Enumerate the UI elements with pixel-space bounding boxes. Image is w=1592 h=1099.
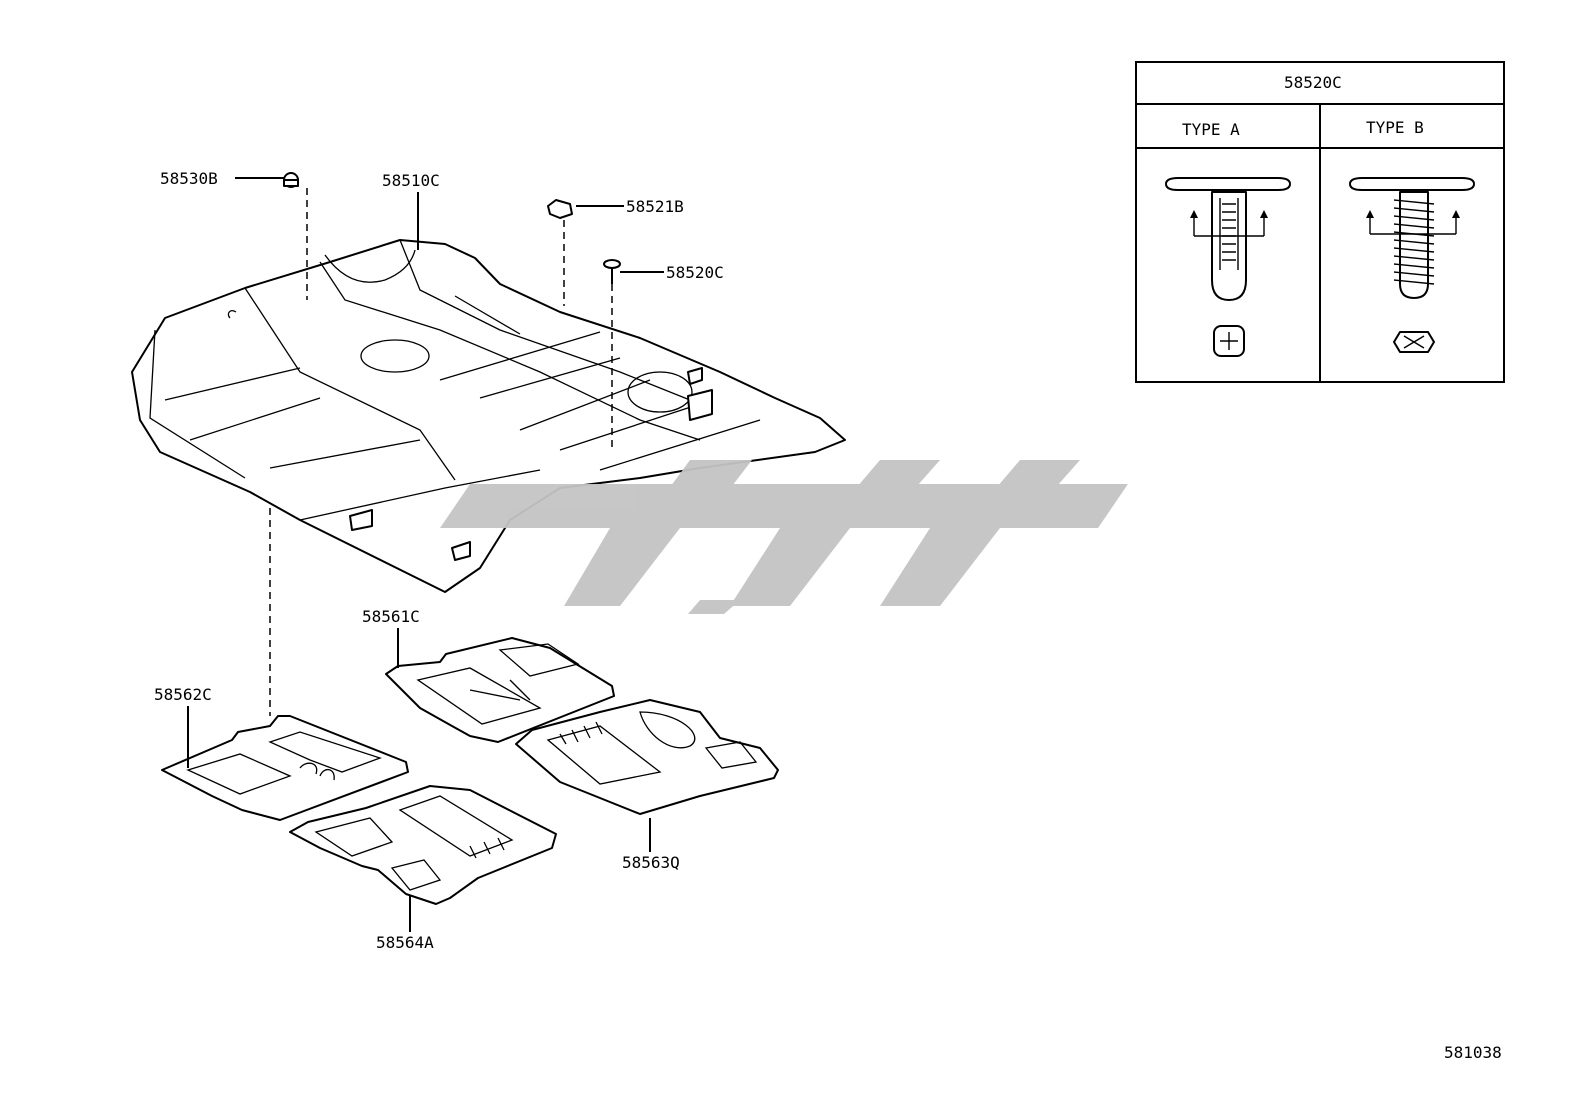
callout-58561c: 58561C <box>362 607 420 626</box>
watermark-logo <box>440 460 1128 614</box>
callout-labels: 58530B 58510C 58521B 58520C 58561C 58562… <box>154 169 724 952</box>
clip-58520c <box>603 259 621 284</box>
callout-58563q: 58563Q <box>622 853 680 872</box>
floor-mat-58561c <box>385 637 615 743</box>
floor-mat-58564a <box>289 785 557 905</box>
callout-58510c: 58510C <box>382 171 440 190</box>
clip-58521b <box>547 199 573 219</box>
clip-type-b-illustration <box>1349 177 1475 353</box>
detail-table: 58520C TYPE A TYPE B <box>1135 61 1505 383</box>
detail-table-col-type-b: TYPE B <box>1366 118 1424 137</box>
callout-58521b: 58521B <box>626 197 684 216</box>
callout-58564a: 58564A <box>376 933 434 952</box>
clip-58530b <box>283 172 299 188</box>
clip-type-a-illustration <box>1165 177 1291 357</box>
callout-58520c: 58520C <box>666 263 724 282</box>
drawing-number: 581038 <box>1444 1043 1502 1062</box>
callout-leaders <box>187 177 664 932</box>
detail-table-col-type-a: TYPE A <box>1182 120 1240 139</box>
floor-carpet-58510c <box>131 239 846 593</box>
callout-58530b: 58530B <box>160 169 218 188</box>
detail-table-title: 58520C <box>1284 73 1342 92</box>
floor-mat-58562c <box>161 715 409 821</box>
callout-58562c: 58562C <box>154 685 212 704</box>
floor-mat-58563q <box>515 699 779 815</box>
